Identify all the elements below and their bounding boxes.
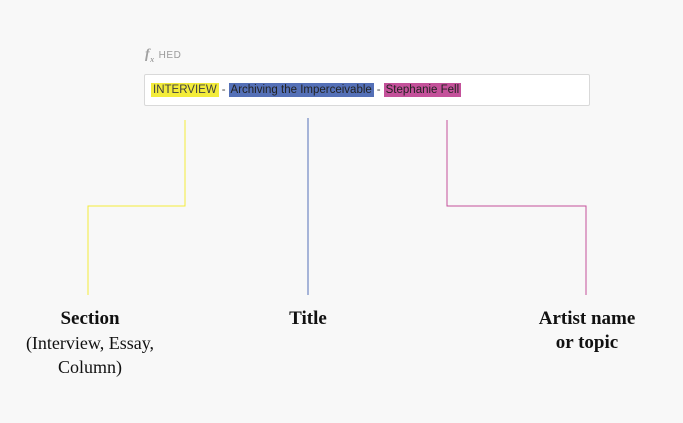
function-fx-icon: fx <box>145 47 155 64</box>
field-header: fx HED <box>145 47 181 64</box>
formula-input-field[interactable]: INTERVIEW - Archiving the Imperceivable … <box>144 74 590 106</box>
separator: - <box>221 84 226 96</box>
separator: - <box>376 84 381 96</box>
caption-artist-line2: or topic <box>555 332 619 353</box>
caption-section: Section (Interview, Essay, Column) <box>10 307 170 379</box>
token-title: Archiving the Imperceivable <box>228 83 374 97</box>
caption-section-detail: Column) <box>57 357 122 377</box>
caption-artist-line1: Artist name <box>538 308 636 329</box>
caption-section-detail: (Interview, Essay, <box>25 333 155 353</box>
caption-artist: Artist name or topic <box>522 307 652 355</box>
field-label-hed: HED <box>158 49 182 61</box>
caption-title: Title <box>268 307 348 331</box>
connector-section <box>87 120 186 295</box>
token-section: INTERVIEW <box>151 83 219 97</box>
connector-artist <box>446 120 587 295</box>
caption-section-title: Section <box>60 308 120 329</box>
caption-title-text: Title <box>289 308 327 329</box>
token-artist: Stephanie Fell <box>383 83 462 97</box>
